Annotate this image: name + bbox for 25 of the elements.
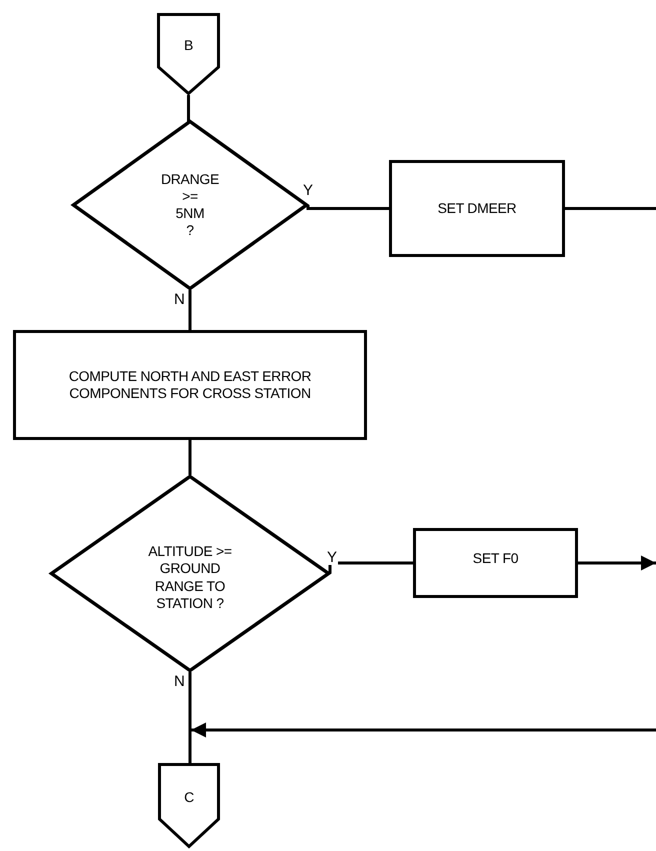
- connector-line: [306, 205, 389, 210]
- node-text: B: [182, 37, 194, 55]
- node-text: C: [183, 788, 195, 806]
- process-box: [413, 528, 578, 598]
- node-text: SET DMEER: [436, 200, 518, 218]
- off-page-connector: [157, 13, 220, 95]
- edge-label: Y: [302, 183, 314, 198]
- arrow: [191, 722, 656, 738]
- node-text: COMPUTE NORTH AND EAST ERROR COMPONENTS FOR CROSS STATION: [68, 368, 312, 402]
- node-text: SET F0: [472, 550, 520, 568]
- node-text: ALTITUDE >= GROUND RANGE TO STATION ?: [147, 543, 233, 612]
- edge-label: N: [173, 292, 186, 307]
- edge-label: N: [173, 674, 186, 689]
- off-page-connector: [158, 763, 220, 848]
- node-text: DRANGE >= 5NM ?: [160, 170, 220, 240]
- connector-line: [565, 207, 656, 210]
- arrow: [578, 556, 656, 570]
- connector-line: [188, 290, 192, 330]
- connector-line: [188, 440, 192, 475]
- process-box: [389, 160, 565, 257]
- connector-line: [328, 562, 413, 574]
- connector-line: [188, 672, 192, 764]
- edge-label: Y: [326, 550, 338, 564]
- connector-line: [187, 95, 190, 122]
- process-box: [13, 330, 367, 440]
